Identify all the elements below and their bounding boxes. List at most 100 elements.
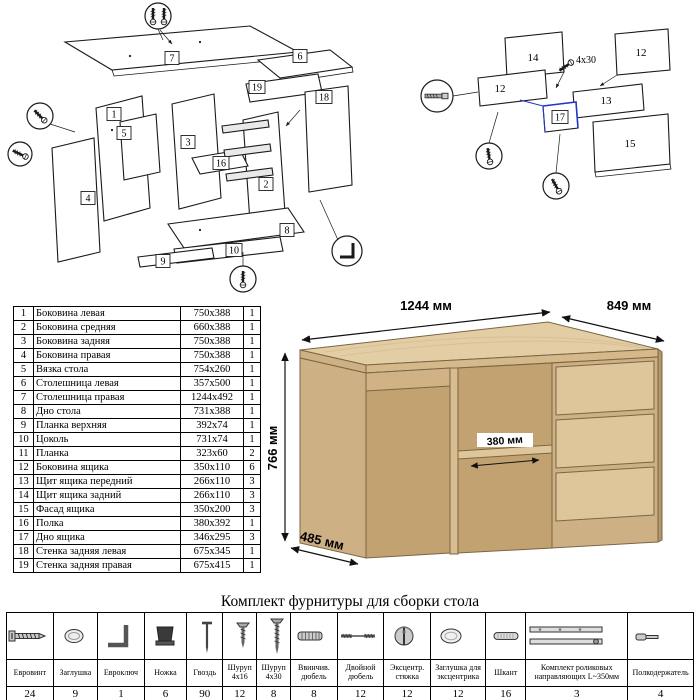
part-qty: 1 <box>243 558 261 573</box>
part-number: 15 <box>13 502 34 517</box>
part-number: 10 <box>13 432 34 447</box>
part-name: Дно стола <box>33 404 181 419</box>
drawer-side-panel <box>614 28 671 76</box>
svg-text:4: 4 <box>86 194 91 205</box>
hardware-icon-cell <box>627 612 694 660</box>
part-labels-left: 7 6 19 18 1 5 3 2 16 8 10 9 4 <box>80 49 333 268</box>
desk <box>299 321 663 559</box>
hardware-icon-cell <box>525 612 629 660</box>
hardware-qty: 4 <box>627 686 694 700</box>
hardware-icon-cell <box>52 612 99 660</box>
part-size: 266x110 <box>180 474 244 489</box>
svg-text:8: 8 <box>285 226 290 237</box>
nail-icon <box>202 621 213 653</box>
desk-left-side-panel <box>299 357 367 559</box>
hardware-name: Комплект роликовых направляющих L~350мм <box>525 659 629 687</box>
hardware-qty: 12 <box>222 686 258 700</box>
part-label-4: 4 <box>80 191 96 205</box>
part-size: 754x260 <box>180 362 244 377</box>
hardware-name: Гвоздь <box>186 659 224 687</box>
svg-text:2: 2 <box>264 180 269 191</box>
hardware-qty: 9 <box>52 686 99 700</box>
panel-tie <box>119 113 161 181</box>
hardware-icon-cell <box>6 612 54 660</box>
hardware-icon-cell <box>143 612 188 660</box>
part-number: 16 <box>13 516 34 531</box>
svg-text:849 мм: 849 мм <box>607 298 652 313</box>
hardware-qty: 8 <box>256 686 292 700</box>
part-name: Полка <box>33 516 181 531</box>
exploded-diagrams: 7 6 19 18 1 5 3 2 16 8 10 9 4 <box>7 2 672 293</box>
panel-back-wall-left <box>304 85 353 193</box>
hardware-qty: 12 <box>429 686 487 700</box>
part-name: Стенка задняя правая <box>33 558 181 573</box>
part-size: 380x392 <box>180 516 244 531</box>
part-size: 750x388 <box>180 334 244 349</box>
slide-rail <box>225 167 274 182</box>
hardware-icon-cell <box>256 612 292 660</box>
callout-fasteners-right <box>420 79 570 200</box>
part-label-17: 17 <box>551 110 569 124</box>
hardware-qty: 6 <box>143 686 188 700</box>
hardware-name: Шкант <box>485 659 527 687</box>
part-name: Планка верхняя <box>33 418 181 433</box>
hardware-qty-row: 24 9 1 6 90 12 8 8 12 12 12 16 3 4 <box>6 686 694 700</box>
right-exploded-assembly <box>477 28 672 178</box>
hardware-qty: 90 <box>186 686 224 700</box>
part-label-16: 16 <box>212 156 230 170</box>
svg-text:1244 мм: 1244 мм <box>400 298 452 313</box>
part-size: 675x415 <box>180 558 244 573</box>
hardware-icon-cell <box>383 612 431 660</box>
part-name: Щит ящика передний <box>33 474 181 489</box>
part-number: 12 <box>13 460 34 475</box>
part-name: Щит ящика задний <box>33 488 181 503</box>
part-qty: 1 <box>243 390 261 405</box>
panel-back <box>171 93 222 210</box>
part-label-12: 12 <box>636 47 647 59</box>
part-size: 357x500 <box>180 376 244 391</box>
part-name: Вязка стола <box>33 362 181 377</box>
hardware-name: Ножка <box>143 659 188 687</box>
part-label-12: 12 <box>495 83 506 95</box>
part-name: Боковина правая <box>33 348 181 363</box>
drawer-front <box>555 413 655 469</box>
svg-text:5: 5 <box>122 129 127 140</box>
hardware-name: Двойной дюбель <box>336 659 385 687</box>
part-label-1: 1 <box>106 107 122 121</box>
confirmat-screw-icon <box>424 92 449 100</box>
part-labels-right: 14 12 12 13 15 17 4x30 <box>495 47 647 150</box>
dim-height: 766 мм <box>265 352 289 542</box>
drawer-side-panel <box>477 69 548 107</box>
assembly-guide-line <box>542 101 579 129</box>
hardware-name: Ввинчив. дюбель <box>290 659 338 687</box>
threaded-dowel-icon <box>297 631 323 641</box>
part-name: Цоколь <box>33 432 181 447</box>
part-size: 266x110 <box>180 488 244 503</box>
screw-small-icon <box>236 622 251 648</box>
hardware-name: Эксцентр. стяжка <box>383 659 431 687</box>
hardware-name: Евровинт <box>6 659 54 687</box>
desk-right-side <box>657 348 663 543</box>
hex-key-icon <box>340 243 355 259</box>
hardware-name: Заглушка <box>52 659 99 687</box>
panel-side-right <box>51 137 101 263</box>
svg-text:17: 17 <box>555 113 565 124</box>
part-label-6: 6 <box>292 49 308 63</box>
svg-text:10: 10 <box>229 246 239 257</box>
shelf-pin-icon <box>635 633 659 641</box>
svg-text:7: 7 <box>170 54 175 65</box>
svg-text:16: 16 <box>216 159 226 170</box>
part-label-18: 18 <box>315 90 333 104</box>
